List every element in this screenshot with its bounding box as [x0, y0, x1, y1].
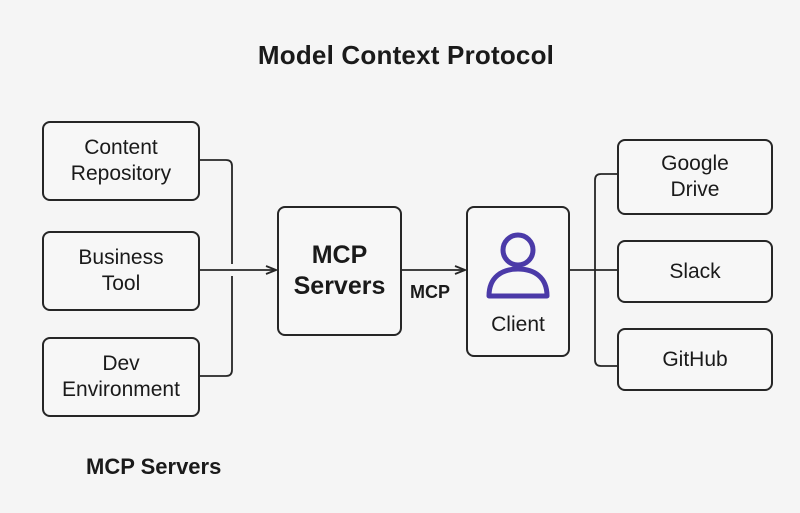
client-label: Client [491, 313, 545, 336]
source-content-repository: Content Repository [42, 121, 200, 201]
edge-label-mcp: MCP [410, 282, 450, 302]
source-dev-environment: Dev Environment [42, 337, 200, 417]
connector-dev-environment [199, 276, 233, 377]
client-box: Client [466, 206, 570, 357]
target-github: GitHub [617, 328, 773, 391]
source-business-tool: Business Tool [42, 231, 200, 311]
user-icon [486, 232, 550, 299]
mcp-servers-box: MCP Servers [277, 206, 402, 336]
target-slack: Slack [617, 240, 773, 303]
footer-label: MCP Servers [86, 454, 222, 479]
target-google-drive: Google Drive [617, 139, 773, 215]
diagram-title: Model Context Protocol [257, 40, 555, 70]
connector-content-repository [199, 159, 233, 264]
